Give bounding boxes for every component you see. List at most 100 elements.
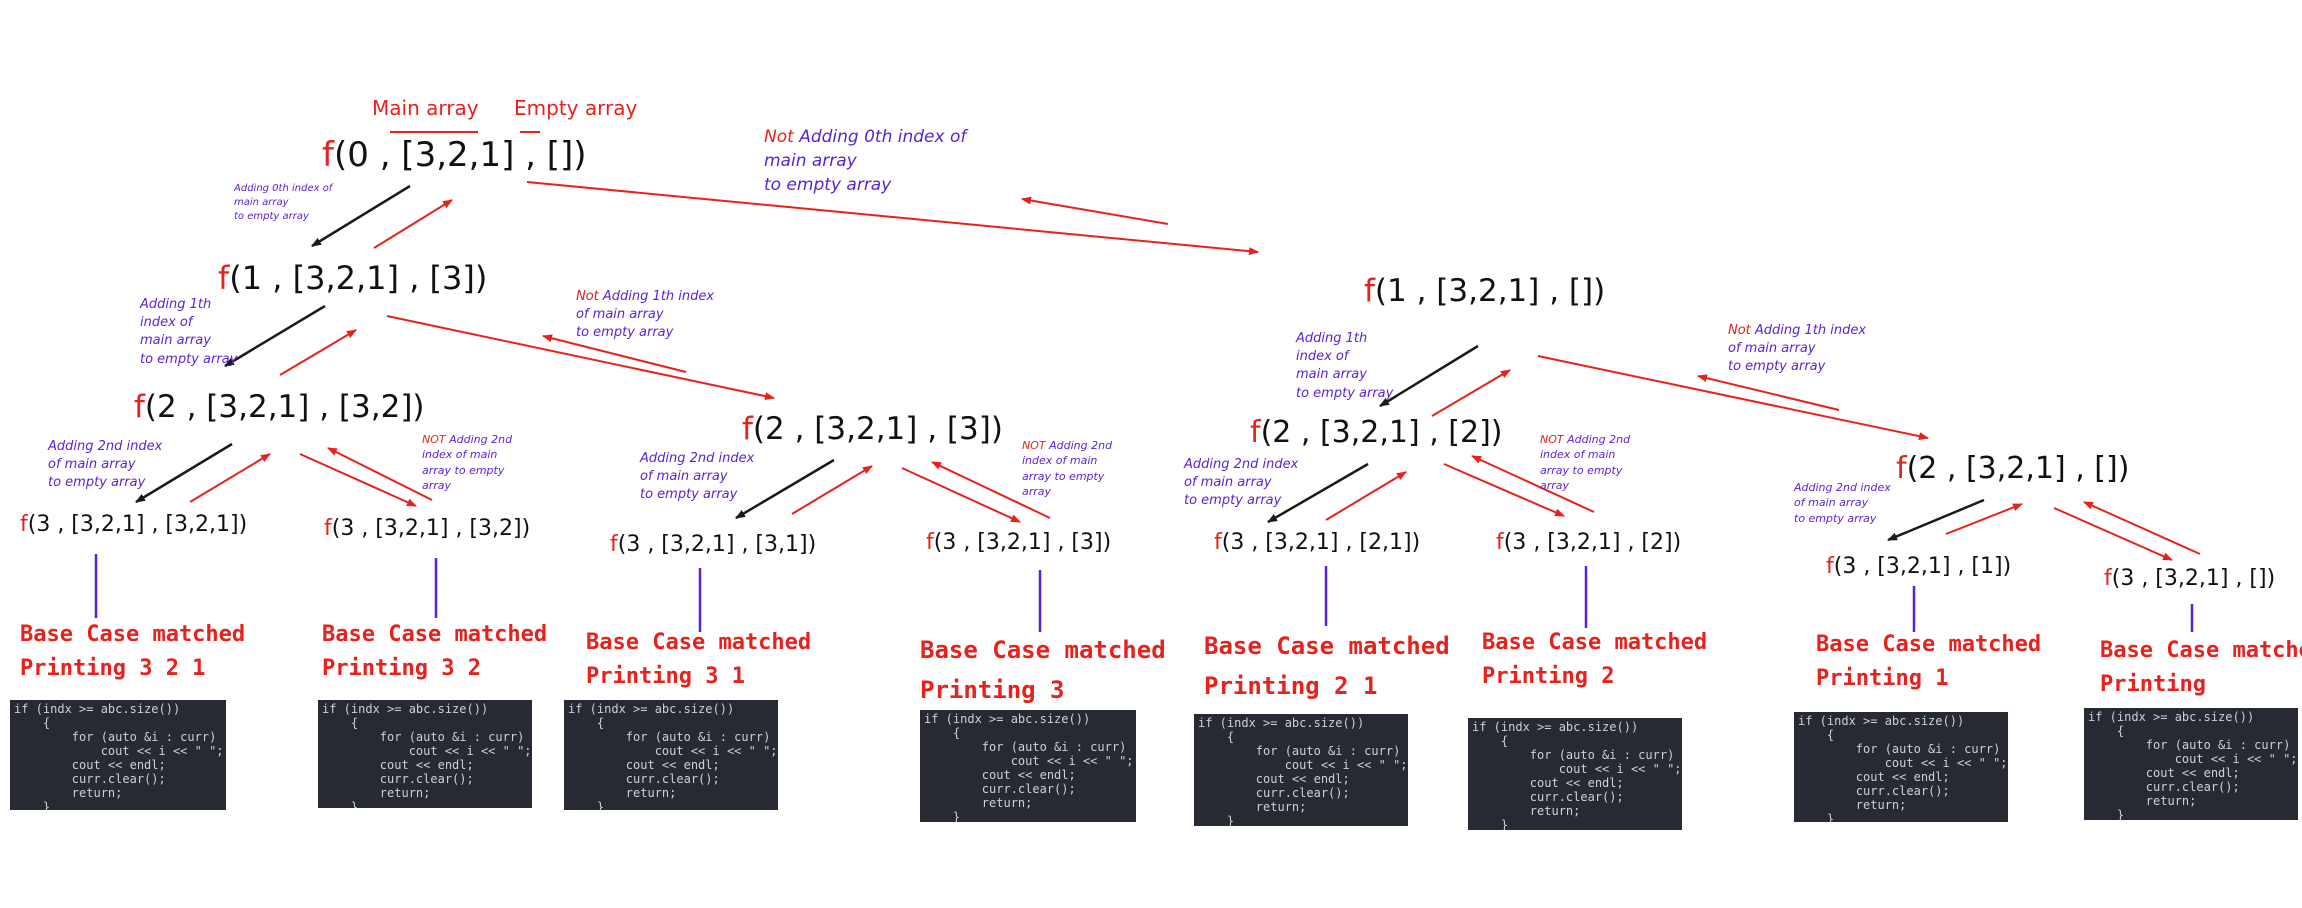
code-line: } [2088, 808, 2125, 820]
note-negation: Not [576, 289, 599, 304]
code-line: cout << endl; [322, 758, 474, 772]
edge-return-r1 [1431, 369, 1511, 417]
note-text: Adding 1th index [1750, 323, 1867, 338]
code-snippet-1: if (indx >= abc.size()) { for (auto &i :… [10, 700, 226, 810]
code-line: if (indx >= abc.size()) [2088, 710, 2255, 724]
call-fn: f [324, 516, 332, 541]
call-args: (3 , [3,2,1] , [3,1]) [617, 532, 817, 557]
call-args: (2 , [3,2,1] , []) [1906, 451, 2130, 486]
note-line: array to empty [422, 463, 505, 477]
note-line: to empty array [1296, 385, 1394, 401]
code-line: } [568, 800, 605, 810]
note-line: main array [140, 333, 211, 349]
code-line: curr.clear(); [924, 782, 1076, 796]
note-line: Adding 2nd index [48, 439, 163, 454]
code-line: cout << endl; [924, 768, 1076, 782]
leaf-node-2: f(3 , [3,2,1] , [3,2]) [324, 518, 530, 540]
code-line: curr.clear(); [2088, 780, 2240, 794]
code-line: return; [1472, 804, 1581, 818]
call-args: (2 , [3,2,1] , [2]) [1260, 415, 1503, 450]
note-line: to empty array [234, 211, 309, 222]
note-include-2nd-b: Adding 2nd index of main array to empty … [640, 450, 754, 505]
code-line: if (indx >= abc.size()) [1472, 720, 1639, 734]
note-include-0th: Adding 0th index of main array to empty … [234, 182, 332, 224]
leaf-node-3: f(3 , [3,2,1] , [3,1]) [610, 534, 816, 556]
call-fn: f [134, 389, 145, 425]
base-case-title: Base Case matched [920, 636, 1166, 664]
call-args: (3 , [3,2,1] , [3,2]) [331, 516, 531, 541]
code-line: } [924, 810, 961, 822]
code-line: cout << i << " "; [322, 744, 532, 758]
code-line: { [568, 716, 605, 730]
call-args: (3 , [3,2,1] , [2]) [1503, 530, 1682, 555]
note-negation: NOT [1022, 439, 1046, 452]
base-case-print: Printing 3 2 1 [20, 656, 206, 681]
edge-exclude-2c [1443, 463, 1565, 517]
code-line: } [1798, 812, 1835, 822]
edge-return-2c [1325, 471, 1407, 521]
code-line: if (indx >= abc.size()) [1198, 716, 1365, 730]
call-args: (3 , [3,2,1] , [3]) [933, 530, 1112, 555]
base-case-title: Base Case matched [2100, 638, 2302, 663]
edge-exclude-l1 [386, 315, 775, 401]
code-line: if (indx >= abc.size()) [1798, 714, 1965, 728]
note-exclude-1th-right: Not Adding 1th index of main array to em… [1728, 322, 1866, 377]
note-line: to empty array [140, 351, 238, 367]
note-include-1th-left: Adding 1th index of main array to empty … [140, 296, 237, 369]
call-node-2a: f(2 , [3,2,1] , [3,2]) [134, 392, 425, 423]
code-line: for (auto &i : curr) [14, 730, 217, 744]
note-line: array [1022, 485, 1052, 499]
code-line: curr.clear(); [322, 772, 474, 786]
code-snippet-6: if (indx >= abc.size()) { for (auto &i :… [1468, 718, 1682, 830]
code-line: curr.clear(); [568, 772, 720, 786]
call-fn: f [742, 411, 753, 447]
code-line: curr.clear(); [1472, 790, 1624, 804]
code-snippet-3: if (indx >= abc.size()) { for (auto &i :… [564, 700, 778, 810]
note-line: NOT Adding 2nd [1540, 432, 1630, 447]
base-case-print: Printing 3 1 [586, 664, 745, 689]
note-include-1th-right: Adding 1th index of main array to empty … [1296, 330, 1393, 403]
code-line: for (auto &i : curr) [568, 730, 771, 744]
call-node-include-1: f(1 , [3,2,1] , [3]) [218, 262, 487, 294]
call-node-exclude-1: f(1 , [3,2,1] , []) [1364, 276, 1605, 307]
leaf-node-5: f(3 , [3,2,1] , [2,1]) [1214, 532, 1420, 554]
edge-return-2a [189, 453, 271, 503]
code-line: cout << endl; [1198, 772, 1350, 786]
note-text: Adding 2nd [445, 433, 513, 446]
code-line: { [2088, 724, 2125, 738]
note-line: of main array [1794, 496, 1869, 510]
code-line: { [14, 716, 51, 730]
base-case-title: Base Case matched [1204, 632, 1450, 660]
edge-include-2b [735, 458, 835, 520]
edge-return-2d-r [2083, 501, 2201, 555]
code-line: if (indx >= abc.size()) [14, 702, 181, 716]
note-line: array to empty [1540, 463, 1623, 477]
call-node-2c: f(2 , [3,2,1] , [2]) [1250, 418, 1503, 448]
code-line: } [14, 800, 51, 810]
edge-return-r1-r [1697, 374, 1840, 411]
note-line: Not Adding 0th index of [764, 126, 966, 150]
note-negation: Not [1728, 323, 1751, 338]
code-line: return; [1198, 800, 1307, 814]
note-line: of main array [48, 457, 136, 473]
code-line: { [1798, 728, 1835, 742]
code-line: for (auto &i : curr) [2088, 738, 2291, 752]
note-line: Adding 2nd index [1794, 481, 1891, 494]
code-line: cout << i << " "; [1472, 762, 1682, 776]
call-fn: f [218, 259, 230, 297]
note-line: Adding 1th [140, 297, 212, 312]
edge-include-l1 [224, 304, 326, 368]
code-line: if (indx >= abc.size()) [924, 712, 1091, 726]
note-line: Not Adding 1th index [1728, 322, 1866, 340]
code-line: cout << i << " "; [2088, 752, 2298, 766]
note-line: of main array [1728, 341, 1816, 357]
main-array-label: Main array [372, 96, 479, 120]
edge-exclude-r1 [1537, 355, 1929, 441]
edge-include-root-l [311, 184, 411, 248]
code-snippet-8: if (indx >= abc.size()) { for (auto &i :… [2084, 708, 2298, 820]
call-args: (1 , [3,2,1] , [3]) [229, 259, 488, 297]
code-line: cout << i << " "; [568, 744, 778, 758]
call-args: (2 , [3,2,1] , [3,2]) [144, 389, 425, 425]
edge-include-2d [1887, 498, 1985, 542]
